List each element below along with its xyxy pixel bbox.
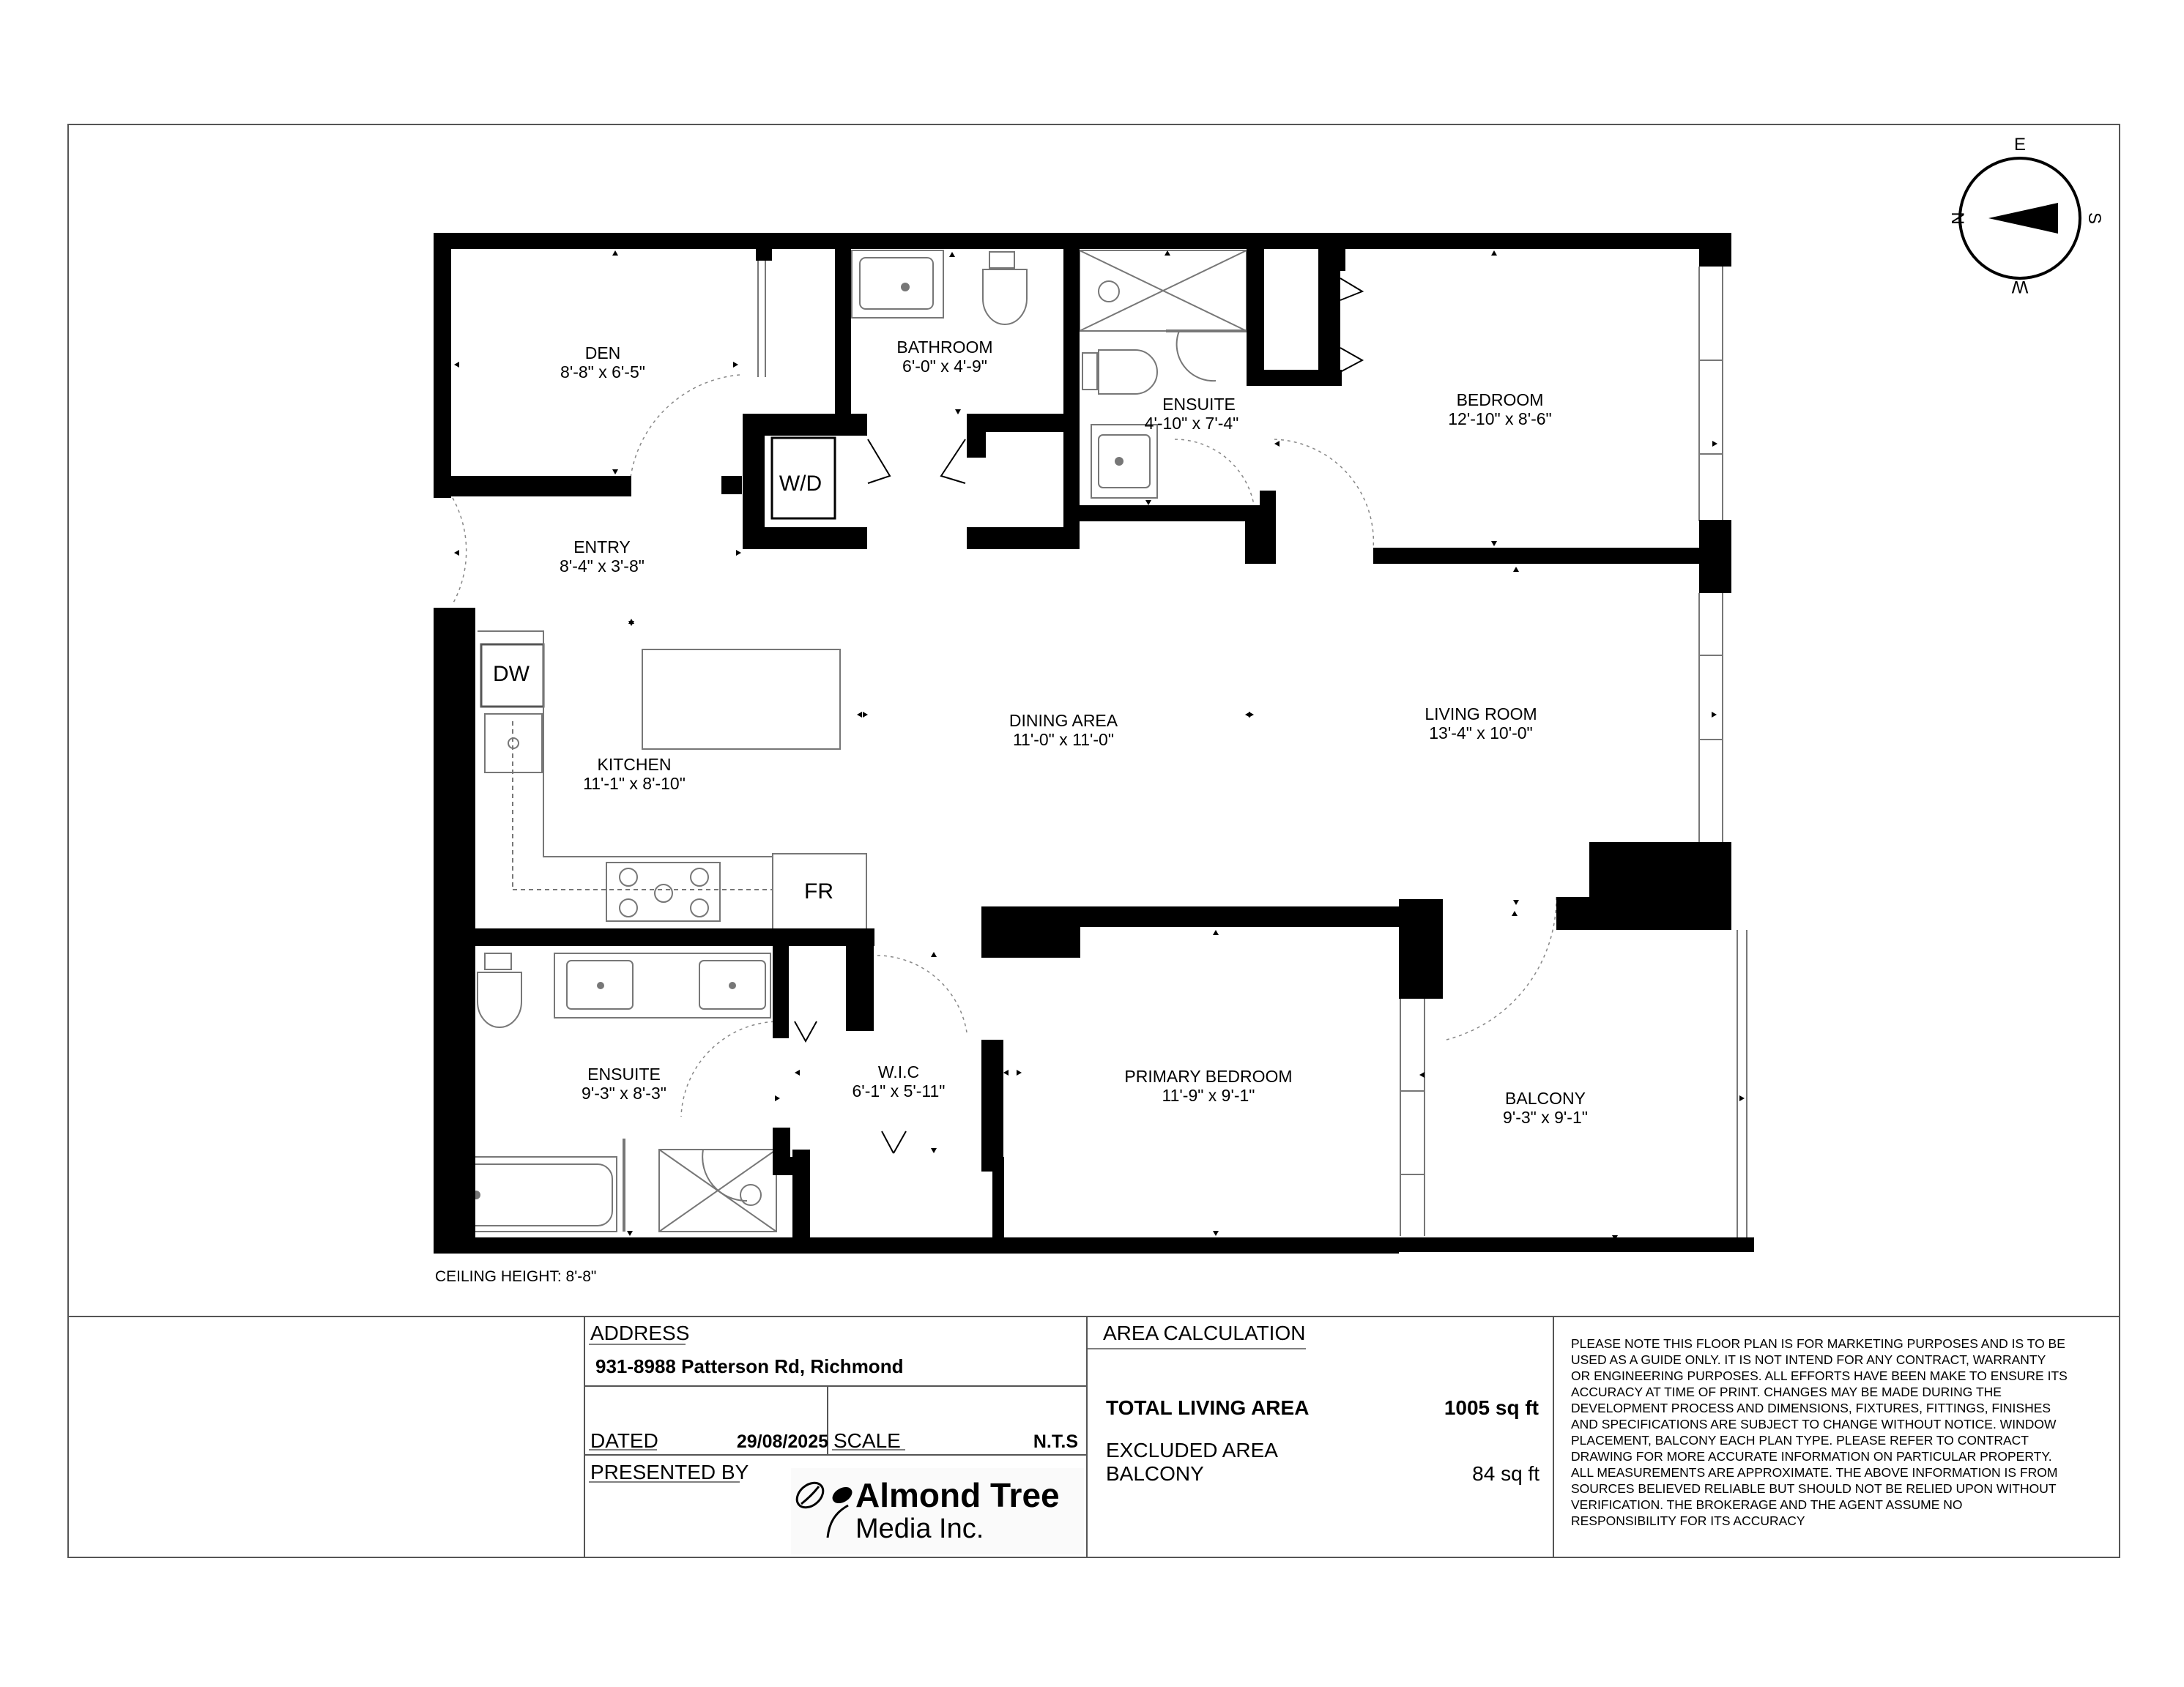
bathroom-toilet [982, 251, 1028, 325]
room-name: DINING AREA [1009, 711, 1118, 730]
door-leaves [794, 278, 1364, 1154]
room-dim: 4'-10" x 7'-4" [1145, 414, 1239, 433]
disclaimer-line: DEVELOPMENT PROCESS AND DIMENSIONS, FIXT… [1571, 1401, 2051, 1415]
bathtub [451, 1156, 617, 1232]
almond-tree-logo: Almond Tree Media Inc. [791, 1468, 1084, 1554]
balcony-value: 84 sq ft [1472, 1462, 1539, 1485]
kitchen-island [642, 649, 841, 750]
room-dim: 11'-1" x 8'-10" [583, 774, 686, 793]
compass-n: N [1947, 212, 1967, 224]
ensuite-sink [1091, 424, 1158, 499]
primary-ensuite-shower [623, 1139, 777, 1232]
room-name: ENSUITE [1162, 395, 1236, 414]
ceiling-height: CEILING HEIGHT: 8'-8" [435, 1268, 596, 1285]
room-name: W.I.C [878, 1062, 919, 1081]
compass: E N S W [1947, 135, 2104, 297]
compass-arrow-icon [1988, 203, 2058, 234]
presented-by-label: PRESENTED BY [590, 1461, 749, 1483]
washer-dryer-label: W/D [779, 472, 822, 496]
room-name: DEN [585, 343, 621, 362]
disclaimer-line: SOURCES BELIEVED RELIABLE BUT SHOULD NOT… [1571, 1481, 2057, 1496]
sheet-border [67, 124, 2120, 1558]
area-calculation-label: AREA CALCULATION [1103, 1322, 1305, 1344]
balcony-label: BALCONY [1106, 1462, 1204, 1485]
room-name: BALCONY [1505, 1089, 1586, 1108]
room-dim: 9'-3" x 8'-3" [582, 1084, 666, 1103]
disclaimer-line: DRAWING FOR MORE ACCURATE INFORMATION ON… [1571, 1449, 2052, 1464]
primary-ensuite-toilet [477, 953, 522, 1028]
room-name: PRIMARY BEDROOM [1124, 1067, 1292, 1086]
walls [434, 233, 1754, 1254]
floor-plan: W/D DW FR DEN 8'-8" x 6'-5" BATHROOM 6'-… [434, 233, 1754, 1254]
room-dim: 8'-8" x 6'-5" [560, 362, 645, 381]
dated-label: DATED [590, 1429, 658, 1452]
room-dim: 13'-4" x 10'-0" [1429, 723, 1532, 742]
fridge-label: FR [804, 879, 833, 904]
scale-value: N.T.S [1033, 1431, 1078, 1452]
title-block: ADDRESS 931-8988 Patterson Rd, Richmond … [68, 1316, 2120, 1557]
disclaimer-line: ALL MEASUREMENTS ARE APPROXIMATE. THE AB… [1571, 1465, 2057, 1480]
room-dim: 9'-3" x 9'-1" [1503, 1108, 1588, 1127]
room-name: ENTRY [573, 537, 631, 556]
address-value: 931-8988 Patterson Rd, Richmond [595, 1355, 903, 1377]
disclaimer-line: RESPONSIBILITY FOR ITS ACCURACY [1571, 1513, 1805, 1528]
bathroom-sink [851, 250, 944, 319]
compass-w: W [2011, 277, 2028, 297]
room-name: BEDROOM [1457, 390, 1544, 409]
compass-e: E [2014, 135, 2026, 154]
room-labels: DEN 8'-8" x 6'-5" BATHROOM 6'-0" x 4'-9"… [560, 338, 1588, 1127]
disclaimer-line: USED AS A GUIDE ONLY. IT IS NOT INTEND F… [1571, 1352, 2046, 1367]
logo-line2: Media Inc. [855, 1513, 984, 1544]
address-label: ADDRESS [590, 1322, 689, 1344]
compass-s: S [2084, 212, 2104, 224]
room-dim: 12'-10" x 8'-6" [1448, 409, 1551, 428]
disclaimer: PLEASE NOTE THIS FLOOR PLAN IS FOR MARKE… [1571, 1336, 2068, 1528]
disclaimer-line: PLACEMENT, BALCONY EACH PLAN TYPE. PLEAS… [1571, 1433, 2029, 1448]
disclaimer-line: OR ENGINEERING PURPOSES. ALL EFFORTS HAV… [1571, 1368, 2068, 1383]
excluded-area-label: EXCLUDED AREA [1106, 1439, 1278, 1461]
ensuite-toilet [1082, 349, 1158, 395]
total-living-label: TOTAL LIVING AREA [1106, 1396, 1309, 1419]
scale-label: SCALE [833, 1429, 901, 1452]
door-swings [452, 374, 1557, 1117]
room-dim: 11'-9" x 9'-1" [1162, 1086, 1255, 1105]
room-name: KITCHEN [598, 755, 672, 774]
kitchen-sink [484, 713, 543, 773]
primary-ensuite-vanity [554, 953, 771, 1018]
disclaimer-line: PLEASE NOTE THIS FLOOR PLAN IS FOR MARKE… [1571, 1336, 2065, 1351]
washer-dryer-box [770, 436, 836, 520]
date-value: 29/08/2025 [737, 1431, 828, 1452]
room-dim: 8'-4" x 3'-8" [560, 556, 645, 576]
logo-line1: Almond Tree [855, 1476, 1060, 1514]
room-name: LIVING ROOM [1425, 704, 1537, 723]
room-dim: 11'-0" x 11'-0" [1013, 730, 1114, 749]
almond-leaf-icon [795, 1481, 853, 1538]
dimension-markers [454, 250, 1745, 1240]
cooktop [606, 862, 721, 922]
total-living-value: 1005 sq ft [1444, 1396, 1539, 1419]
dishwasher-label: DW [493, 662, 530, 686]
room-dim: 6'-1" x 5'-11" [853, 1081, 946, 1101]
room-name: ENSUITE [587, 1065, 661, 1084]
disclaimer-line: VERIFICATION. THE BROKERAGE AND THE AGEN… [1571, 1497, 1963, 1512]
room-name: BATHROOM [896, 338, 992, 357]
disclaimer-line: AND SPECIFICATIONS ARE SUBJECT TO CHANGE… [1571, 1417, 2057, 1431]
room-dim: 6'-0" x 4'-9" [902, 357, 987, 376]
ensuite-shower [1079, 250, 1247, 382]
disclaimer-line: ACCURACY AT TIME OF PRINT. CHANGES MAY B… [1571, 1385, 2002, 1399]
